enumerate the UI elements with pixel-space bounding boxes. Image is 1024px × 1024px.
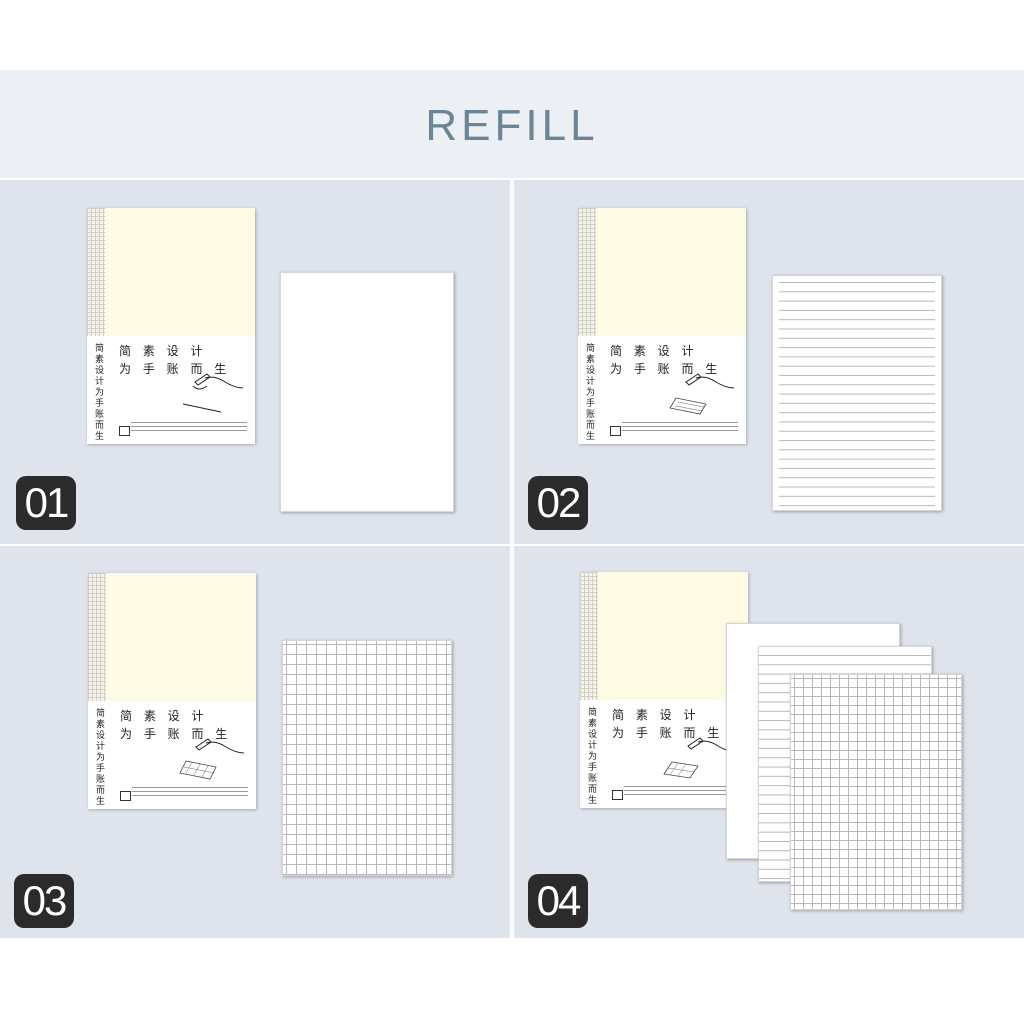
cover-fine-print bbox=[131, 422, 247, 434]
cover-fine-print bbox=[624, 786, 740, 798]
cover-title-line2: 为 手 账 而 生 bbox=[120, 727, 232, 741]
cover-fine-print bbox=[622, 422, 738, 434]
page-title: REFILL bbox=[425, 101, 599, 150]
refill-sheet-grid bbox=[790, 674, 962, 910]
hand-writing-illustration bbox=[182, 373, 244, 413]
grid-spine bbox=[87, 208, 105, 336]
footer-band bbox=[0, 938, 1024, 1024]
brand-logo-box bbox=[120, 791, 131, 801]
refill-sheet-lined bbox=[772, 275, 942, 511]
cover-fine-print bbox=[132, 787, 248, 799]
brand-logo-box bbox=[612, 790, 623, 800]
header-band bbox=[0, 70, 1024, 178]
variant-badge-03: 03 bbox=[14, 874, 74, 928]
grid-spine bbox=[88, 573, 106, 701]
cover-title-line1: 简 素 设 计 bbox=[119, 344, 207, 358]
vertical-title: 简素设计为手账而生 bbox=[96, 709, 106, 807]
variant-badge-01: 01 bbox=[16, 476, 76, 530]
brand-logo-box bbox=[119, 426, 130, 436]
cover-color-block bbox=[598, 572, 748, 700]
variant-badge-04: 04 bbox=[528, 874, 588, 928]
hand-writing-illustration bbox=[179, 738, 245, 780]
cover-color-block bbox=[596, 208, 746, 336]
refill-sheet-grid bbox=[282, 640, 452, 876]
cover-title-line1: 简 素 设 计 bbox=[610, 344, 698, 358]
brand-logo-box bbox=[610, 426, 621, 436]
grid-spine bbox=[578, 208, 596, 336]
cover-title-line1: 简 素 设 计 bbox=[612, 708, 700, 722]
grid-spine bbox=[580, 572, 598, 700]
hand-writing-illustration bbox=[669, 373, 735, 415]
notebook-cover: 简素设计为手账而生 简 素 设 计 为 手 账 而 生 bbox=[578, 208, 746, 444]
cover-color-block bbox=[106, 573, 256, 701]
cover-color-block bbox=[105, 208, 255, 336]
notebook-cover: 简素设计为手账而生 简 素 设 计 为 手 账 而 生 bbox=[88, 573, 256, 809]
refill-sheet-blank bbox=[280, 272, 454, 512]
notebook-cover: 简素设计为手账而生 简 素 设 计 为 手 账 而 生 bbox=[87, 208, 255, 444]
cover-title-line2: 为 手 账 而 生 bbox=[612, 726, 724, 740]
cover-title-line2: 为 手 账 而 生 bbox=[119, 362, 231, 376]
cover-title-line2: 为 手 账 而 生 bbox=[610, 362, 722, 376]
notebook-cover: 简素设计为手账而生 简 素 设 计 为 手 账 而 生 bbox=[580, 572, 748, 808]
cover-title-line1: 简 素 设 计 bbox=[120, 709, 208, 723]
variant-badge-02: 02 bbox=[528, 476, 588, 530]
vertical-title: 简素设计为手账而生 bbox=[586, 344, 596, 442]
vertical-title: 简素设计为手账而生 bbox=[588, 708, 598, 806]
vertical-title: 简素设计为手账而生 bbox=[95, 344, 105, 442]
